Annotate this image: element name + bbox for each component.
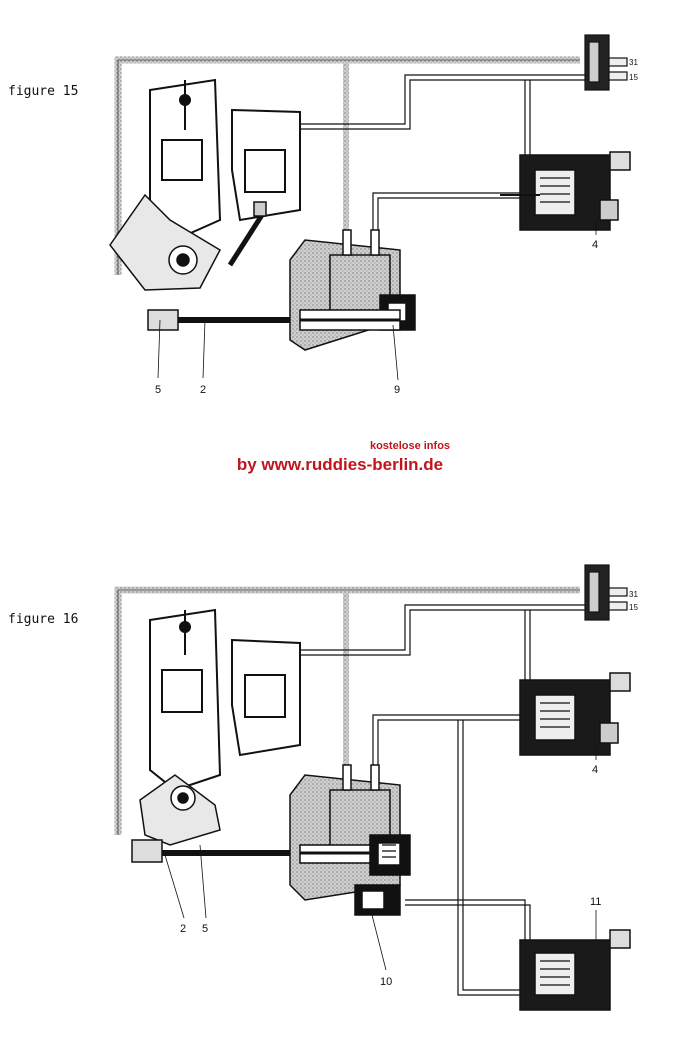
watermark-line-2: by www.ruddies-berlin.de (236, 455, 444, 474)
callout-5: 5 (202, 923, 208, 935)
callout-10: 10 (380, 976, 392, 988)
throttle-linkage-16 (131, 774, 330, 863)
terminal-31-label: 31 (629, 590, 638, 599)
terminal-31-label: 31 (629, 58, 638, 67)
solenoid-valve-15 (500, 151, 631, 231)
figure-16-label: figure 16 (8, 612, 79, 627)
solenoid-valve-4-16 (519, 672, 631, 756)
watermark-line-1: kostelose infos (369, 440, 451, 452)
carburettor-16 (149, 608, 301, 792)
callout-4: 4 (592, 764, 598, 776)
callout-2: 2 (200, 384, 206, 396)
switch-16 (584, 564, 628, 621)
vacuum-unit-15 (289, 229, 416, 351)
figure-16-diagram: 31 15 2 5 10 4 11 (114, 564, 638, 1011)
carburettor-15 (149, 78, 301, 242)
throttle-linkage-15 (109, 193, 330, 331)
terminal-15-label: 15 (629, 603, 638, 612)
vacuum-unit-16 (289, 764, 411, 916)
callout-5: 5 (155, 384, 161, 396)
terminal-15-label: 15 (629, 73, 638, 82)
solenoid-valve-11-16 (519, 929, 631, 1011)
callout-9: 9 (394, 384, 400, 396)
callout-11: 11 (590, 896, 601, 908)
switch-15 (584, 34, 628, 91)
figure-15-diagram: 31 15 5 2 9 4 (109, 34, 638, 396)
callout-2: 2 (180, 923, 186, 935)
figure-15-label: figure 15 (8, 84, 79, 99)
callout-4: 4 (592, 239, 598, 251)
